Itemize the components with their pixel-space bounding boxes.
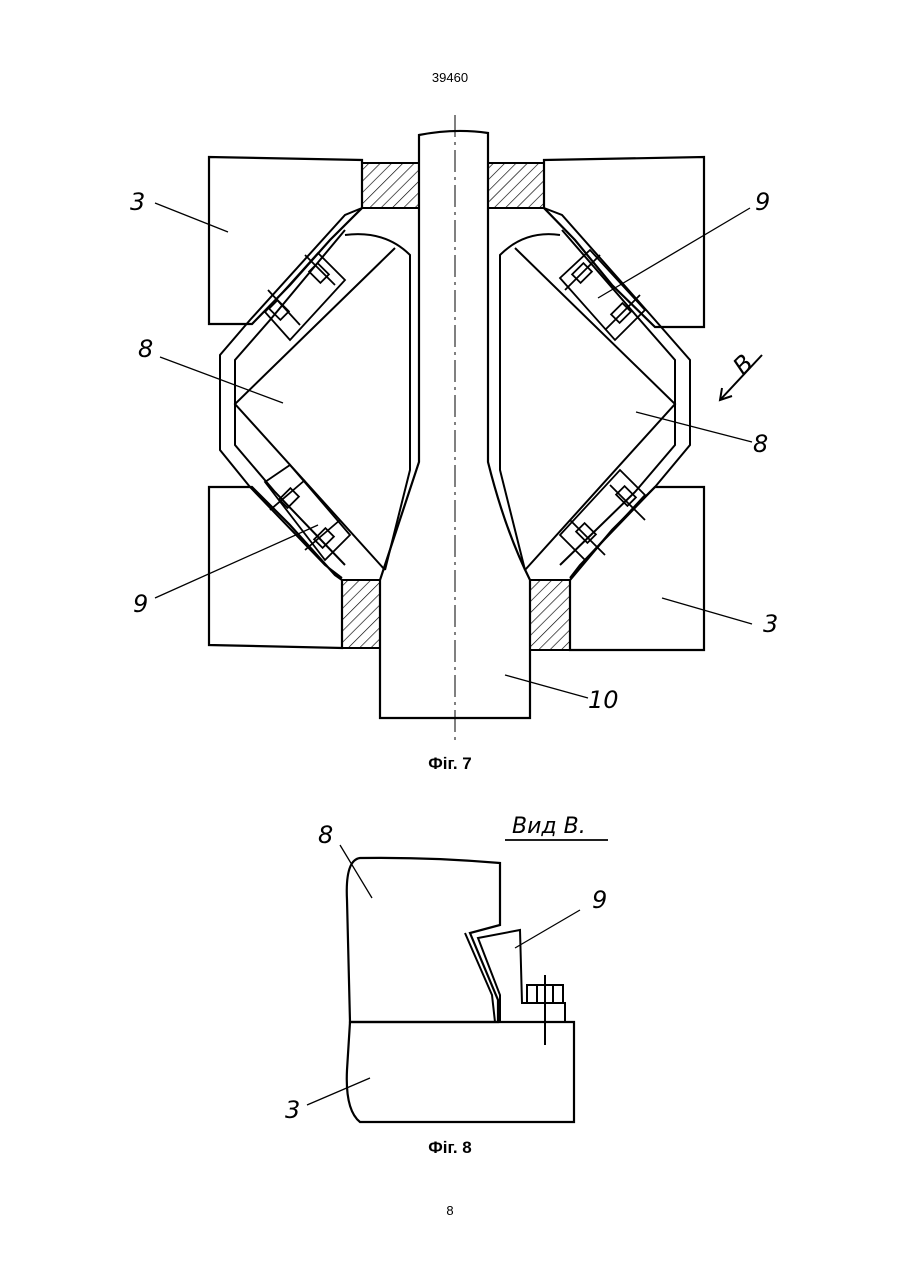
block-bottom-left xyxy=(209,487,342,648)
label-9-top-right: 9 xyxy=(755,188,770,216)
diamond-right xyxy=(500,234,675,570)
label-3-top-left: 3 xyxy=(130,188,145,216)
label-view-arrow: B xyxy=(727,349,758,380)
hatched-insert-bottom-left xyxy=(342,580,380,648)
page-number: 8 xyxy=(0,1203,900,1218)
label-10: 10 xyxy=(588,686,619,714)
label-8-right: 8 xyxy=(753,430,768,458)
figure-7-caption: Фіг. 7 xyxy=(0,754,900,774)
block-top-left xyxy=(209,157,362,324)
label-8-left: 8 xyxy=(138,335,153,363)
hatched-insert-top-left xyxy=(362,163,419,208)
leader-lines-fig7 xyxy=(155,203,752,698)
hatched-insert-top-right xyxy=(488,163,544,208)
hatched-insert-bottom-right xyxy=(530,580,570,650)
clamp-left-top xyxy=(265,253,345,340)
frame-left xyxy=(220,208,362,578)
frame-right xyxy=(544,208,690,578)
label-3-bottom-right: 3 xyxy=(763,610,778,638)
diamond-left xyxy=(235,234,410,570)
label-9-bottom-left: 9 xyxy=(133,590,148,618)
figure-8-caption: Фіг. 8 xyxy=(0,1138,900,1158)
